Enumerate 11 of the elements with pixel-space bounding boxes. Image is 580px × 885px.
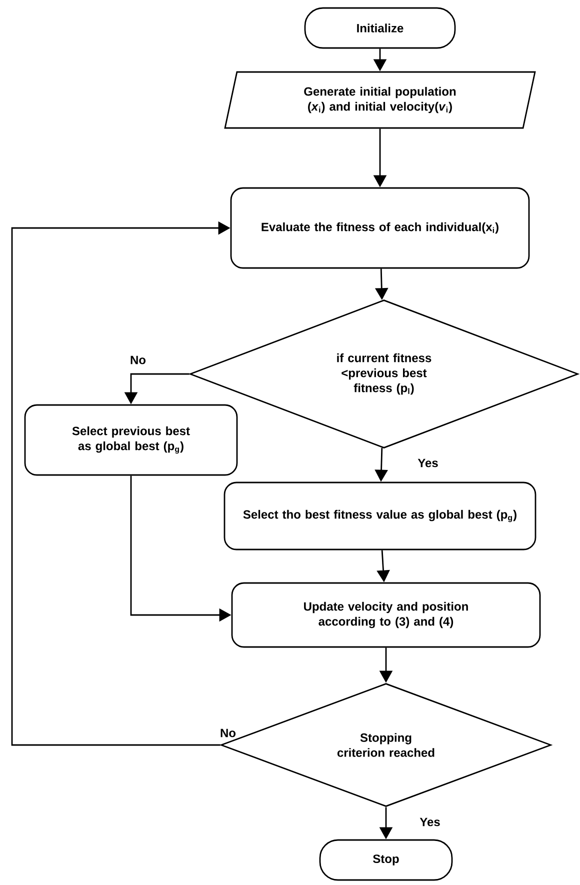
edge-label: Yes [418,816,442,828]
process-box: Evaluate the fitness of each individual(x$_{i}$) [230,187,530,269]
process-box: Update velocity and position according to (3) and (4) [231,582,541,648]
process-box: Select previous best as global best (p$_{g}$) [24,404,238,476]
process-box: Select tho best fitness value as global best (p$_{g}$) [224,482,536,550]
end-terminal: Stop [319,839,453,881]
edge-label: No [219,728,237,738]
start-terminal: Initialize [304,7,456,49]
edge-label: No [129,354,147,366]
edge-label: Yes [416,458,440,468]
input-parallelogram: Generate initial population (x$_{i}$) and initial velocity(v$_{i}$) [224,71,536,129]
